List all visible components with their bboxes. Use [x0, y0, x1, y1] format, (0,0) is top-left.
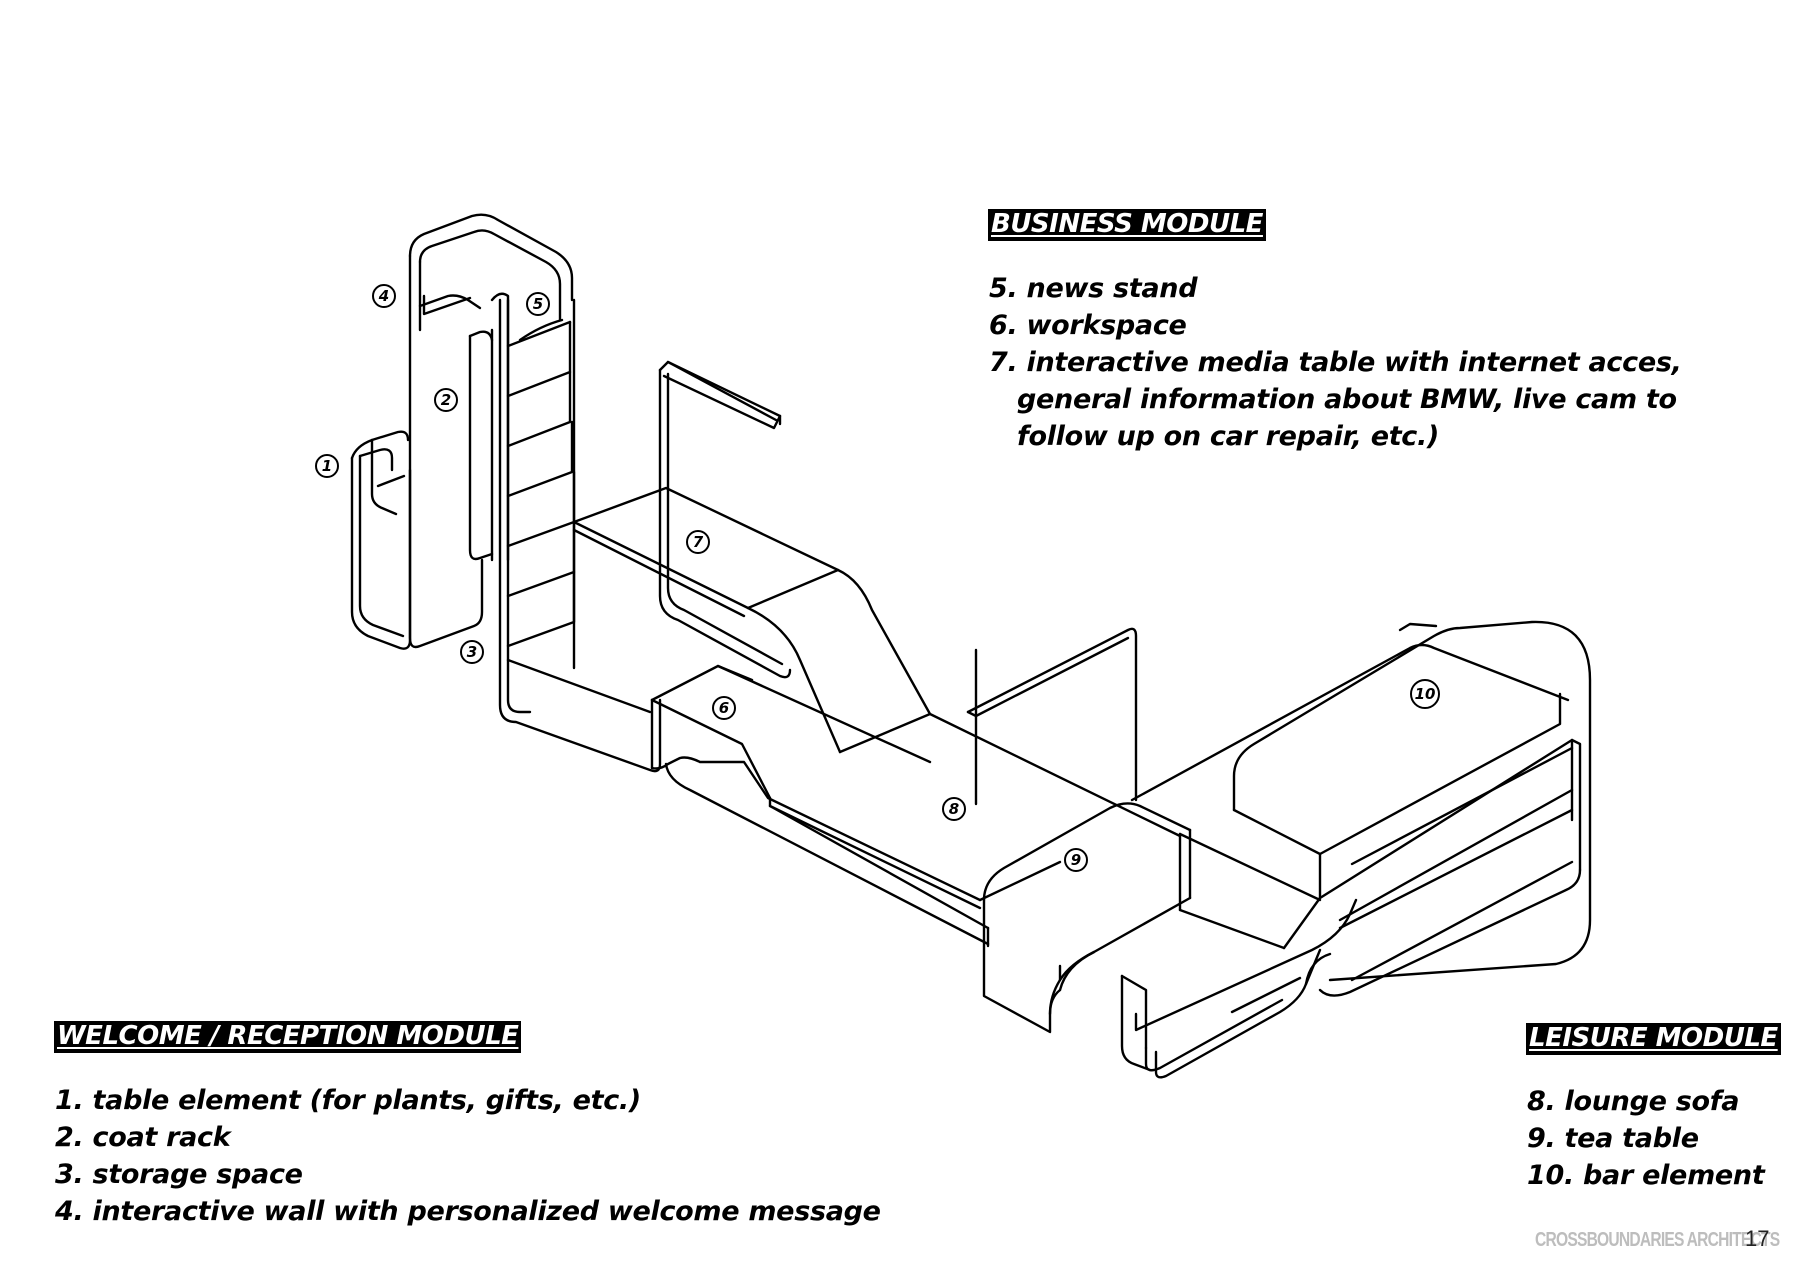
marker-10: 10: [1415, 685, 1436, 703]
list-item: 6. workspace: [989, 310, 1187, 341]
marker-10-circle: [1410, 679, 1440, 709]
list-item: 7. interactive media table with internet…: [989, 344, 1682, 455]
marker-6: 6: [719, 699, 729, 717]
marker-3: 3: [467, 643, 477, 661]
marker-5: 5: [533, 295, 543, 313]
leisure-module-heading: LEISURE MODULE: [1526, 1023, 1781, 1055]
welcome-module-heading: WELCOME / RECEPTION MODULE: [54, 1021, 522, 1053]
list-item-continuation: follow up on car repair, etc.): [1017, 421, 1440, 452]
lounge-sofa-shape: [664, 627, 1182, 948]
marker-4: 4: [378, 287, 389, 305]
marker-4-circle: [372, 284, 396, 308]
list-item-continuation: general information about BMW, live cam …: [1017, 384, 1677, 415]
list-item: 4. interactive wall with personalized we…: [55, 1196, 881, 1227]
business-module-list: 5. news stand 6. workspace 7. interactiv…: [989, 270, 1682, 455]
marker-8: 8: [949, 800, 959, 818]
workspace-shape: [650, 664, 982, 902]
marker-9-circle: [1064, 848, 1088, 872]
list-item: 2. coat rack: [55, 1122, 231, 1153]
list-item: 3. storage space: [55, 1159, 303, 1190]
list-item: 10. bar element: [1527, 1160, 1765, 1191]
marker-6-circle: [712, 696, 736, 720]
marker-group: [315, 284, 1440, 872]
list-item: 8. lounge sofa: [1527, 1086, 1740, 1117]
welcome-module-list: 1. table element (for plants, gifts, etc…: [55, 1082, 881, 1230]
list-item-text: 7. interactive media table with internet…: [989, 347, 1682, 378]
marker-1-circle: [315, 454, 339, 478]
list-item: 5. news stand: [989, 273, 1198, 304]
marker-5-circle: [526, 292, 550, 316]
marker-8-circle: [942, 797, 966, 821]
marker-7: 7: [693, 533, 704, 551]
marker-2-circle: [434, 388, 458, 412]
list-item: 1. table element (for plants, gifts, etc…: [55, 1085, 641, 1116]
media-table-shape: [572, 360, 932, 754]
marker-2: 2: [441, 391, 451, 409]
leisure-module-list: 8. lounge sofa 9. tea table 10. bar elem…: [1527, 1083, 1765, 1194]
page-number: 17: [1745, 1226, 1770, 1251]
coat-rack-shape: [408, 213, 574, 649]
marker-7-circle: [686, 530, 710, 554]
marker-1: 1: [322, 457, 332, 475]
footer-brand: CROSSBOUNDARIES ARCHITECTS: [1535, 1229, 1780, 1251]
list-item: 9. tea table: [1527, 1123, 1699, 1154]
news-stand-shape: [498, 298, 662, 773]
business-module-heading: BUSINESS MODULE: [988, 209, 1266, 241]
tea-table-shape: [982, 802, 1192, 1034]
bar-element-shape: [1120, 620, 1592, 1079]
table-element-shape: [350, 430, 412, 650]
marker-3-circle: [460, 640, 484, 664]
marker-9: 9: [1071, 851, 1081, 869]
